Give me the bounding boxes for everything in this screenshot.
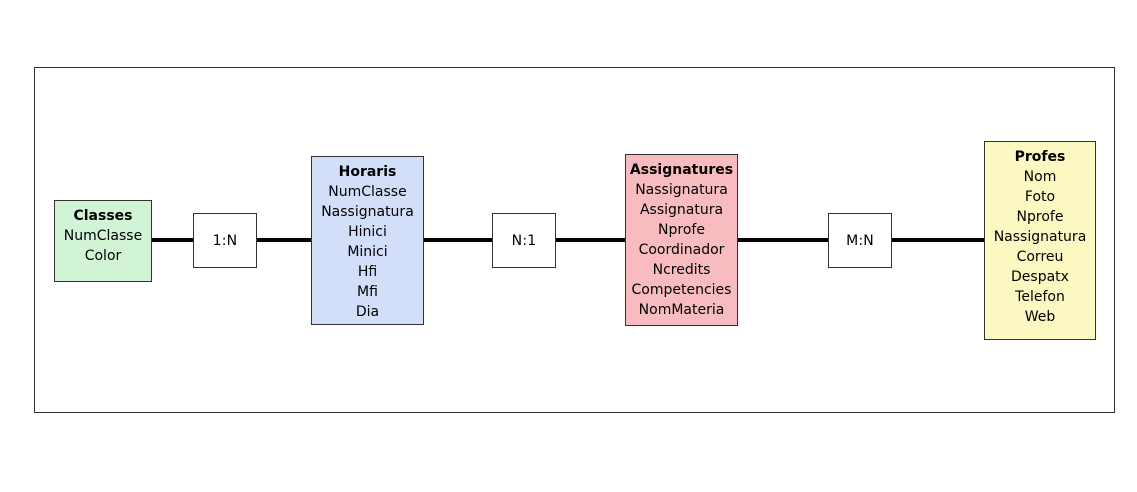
diagram-frame bbox=[34, 67, 1115, 413]
entity-profes: Profes Nom Foto Nprofe Nassignatura Corr… bbox=[984, 141, 1096, 340]
entity-attribute: Telefon bbox=[1015, 289, 1065, 305]
entity-attribute: Ncredits bbox=[652, 262, 711, 278]
connector-horaris-rel2 bbox=[424, 238, 492, 242]
relationship-assignatures-profes: M:N bbox=[828, 213, 892, 268]
connector-rel1-horaris bbox=[257, 238, 311, 242]
entity-attribute: NumClasse bbox=[328, 184, 407, 200]
entity-attribute: Foto bbox=[1024, 189, 1056, 205]
entity-attribute: Mfi bbox=[357, 284, 378, 300]
entity-classes: Classes NumClasse Color bbox=[54, 200, 152, 282]
entity-title: Classes bbox=[73, 208, 133, 224]
entity-attribute: Nassignatura bbox=[635, 182, 728, 198]
entity-attribute: Competencies bbox=[631, 282, 732, 298]
entity-attribute: Dia bbox=[355, 304, 380, 320]
connector-assignatures-rel3 bbox=[738, 238, 828, 242]
entity-title: Profes bbox=[1014, 149, 1066, 165]
entity-attribute: Nom bbox=[1023, 169, 1057, 185]
entity-attribute: Web bbox=[1024, 309, 1056, 325]
entity-attribute: Nprofe bbox=[1016, 209, 1064, 225]
entity-attribute: Hinici bbox=[348, 224, 387, 240]
entity-attribute: Correu bbox=[1016, 249, 1064, 265]
entity-attribute: NumClasse bbox=[63, 228, 143, 244]
entity-attribute: Nassignatura bbox=[321, 204, 414, 220]
entity-attribute: Assignatura bbox=[639, 202, 724, 218]
connector-rel3-profes bbox=[892, 238, 984, 242]
entity-attribute: Minici bbox=[347, 244, 388, 260]
entity-title: Horaris bbox=[338, 164, 397, 180]
connector-rel2-assignatures bbox=[556, 238, 625, 242]
entity-attribute: Nassignatura bbox=[993, 229, 1087, 245]
relationship-classes-horaris: 1:N bbox=[193, 213, 257, 268]
connector-classes-rel1 bbox=[152, 238, 193, 242]
entity-attribute: Hfi bbox=[357, 264, 378, 280]
entity-attribute: NomMateria bbox=[638, 302, 725, 318]
entity-title: Assignatures bbox=[629, 162, 734, 178]
entity-assignatures: Assignatures Nassignatura Assignatura Np… bbox=[625, 154, 738, 326]
relationship-horaris-assignatures: N:1 bbox=[492, 213, 556, 268]
entity-attribute: Nprofe bbox=[658, 222, 705, 238]
entity-horaris: Horaris NumClasse Nassignatura Hinici Mi… bbox=[311, 156, 424, 325]
entity-attribute: Color bbox=[84, 248, 122, 264]
entity-attribute: Coordinador bbox=[638, 242, 725, 258]
entity-attribute: Despatx bbox=[1011, 269, 1069, 285]
